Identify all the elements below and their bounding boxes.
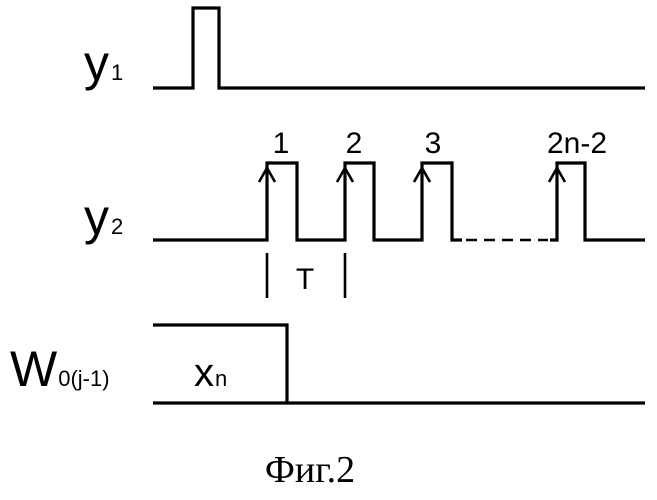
register-value-label: xn — [194, 351, 227, 395]
pulse-label-2: 2 — [346, 127, 363, 160]
pulse-label-1: 1 — [273, 127, 290, 160]
signal-y2-waveform-part2 — [550, 163, 645, 240]
signal-y1-row: y1 — [84, 8, 645, 91]
signal-y2-waveform-part1 — [153, 163, 462, 240]
period-label: T — [296, 263, 314, 296]
signal-y2-row: y2 1 2 3 2n-2 T — [84, 127, 645, 298]
signal-y1-waveform — [153, 8, 645, 88]
pulse-label-2n-2: 2n-2 — [547, 127, 607, 160]
signal-w-label: W0(j-1) — [10, 341, 110, 397]
figure-caption: Фиг.2 — [265, 449, 355, 491]
signal-y1-label: y1 — [84, 35, 123, 91]
pulse-label-3: 3 — [425, 127, 442, 160]
signal-y2-label: y2 — [84, 189, 123, 245]
signal-w-row: W0(j-1) xn — [10, 325, 645, 403]
signal-w-waveform — [153, 325, 645, 403]
